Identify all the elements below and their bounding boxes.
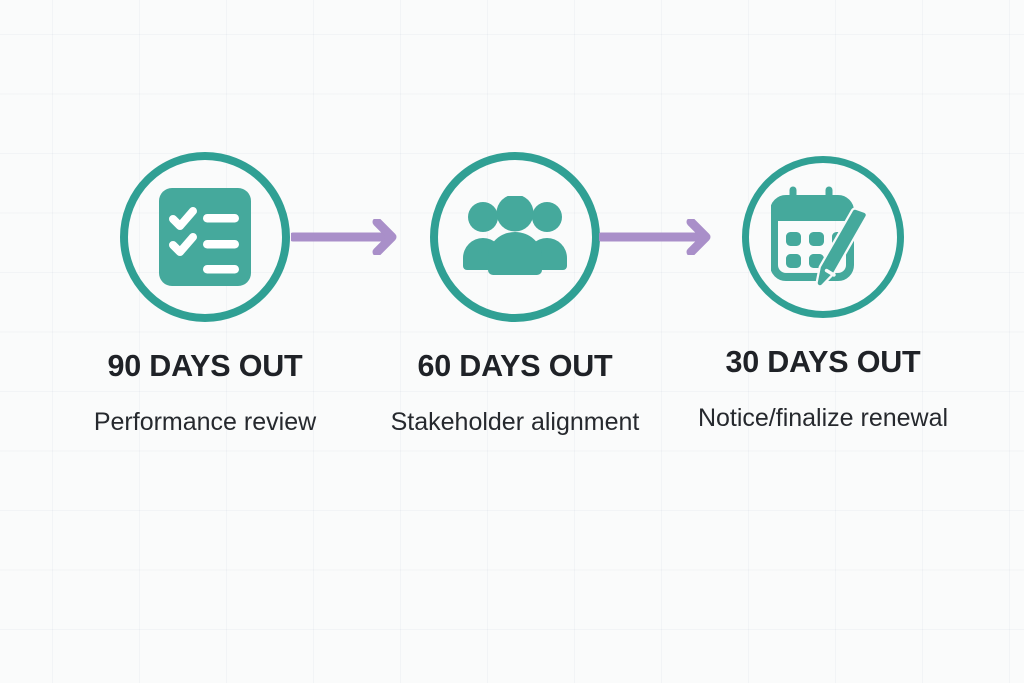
calendar-pencil-icon (742, 156, 904, 318)
step-heading: 90 DAYS OUT (107, 349, 303, 383)
clipboard-checklist-icon (120, 152, 290, 322)
step-heading: 60 DAYS OUT (417, 349, 613, 383)
circle-ring (742, 156, 904, 318)
step-heading: 30 DAYS OUT (725, 345, 921, 379)
people-group-icon (430, 152, 600, 322)
step-icon-circle-30-days (742, 156, 904, 318)
step-caption: Stakeholder alignment (390, 407, 640, 436)
connector-arrow-1 (291, 219, 397, 255)
process-step-60-days[interactable]: 60 DAYS OUT Stakeholder alignment (360, 152, 670, 442)
process-step-90-days[interactable]: 90 DAYS OUT Performance review (50, 152, 360, 442)
connector-arrow-2 (599, 219, 711, 255)
circle-ring (120, 152, 290, 322)
step-caption: Performance review (93, 407, 317, 436)
circle-ring (430, 152, 600, 322)
step-caption: Notice/finalize renewal (697, 403, 949, 432)
step-icon-circle-60-days (430, 152, 600, 322)
step-icon-circle-90-days (120, 152, 290, 322)
process-step-30-days[interactable]: 30 DAYS OUT Notice/finalize renewal (668, 152, 978, 438)
